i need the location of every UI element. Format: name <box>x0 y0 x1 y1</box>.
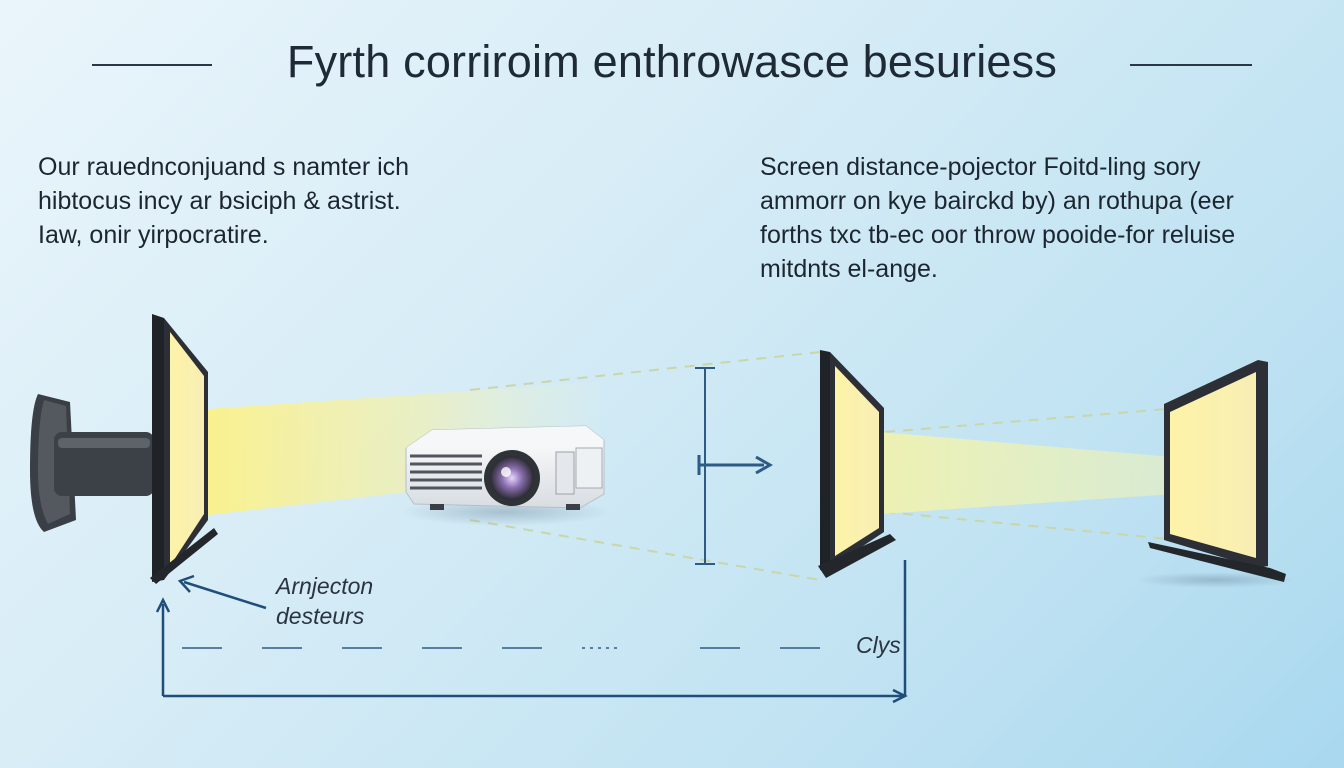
arrow-icon <box>697 455 774 475</box>
distance-label: Clys <box>856 632 901 658</box>
light-beam-right <box>880 432 1232 514</box>
page-title: Fyrth corriroim enthrowasce besuriess <box>286 36 1058 87</box>
screen-icon <box>1135 360 1295 588</box>
screen-icon <box>818 350 896 578</box>
projection-label: Arnjecton desteurs <box>276 573 374 629</box>
wall-mount-icon <box>30 394 154 532</box>
screen-icon <box>150 314 218 584</box>
throw-distance-bracket <box>155 560 908 704</box>
title-rule-right <box>1130 64 1252 66</box>
title-row: Fyrth corriroim enthrowasce besuriess <box>0 34 1344 94</box>
light-beam-left <box>165 382 600 520</box>
projector-icon <box>400 425 610 526</box>
right-description: Screen distance-pojector Foitd-ling sory… <box>760 153 1236 283</box>
guide-lines <box>469 351 1181 581</box>
title-rule-left <box>92 64 212 66</box>
projection-pointer-arrow <box>177 574 267 610</box>
left-description: Our rauednconjuand s namter ich hibtocus… <box>38 153 410 249</box>
